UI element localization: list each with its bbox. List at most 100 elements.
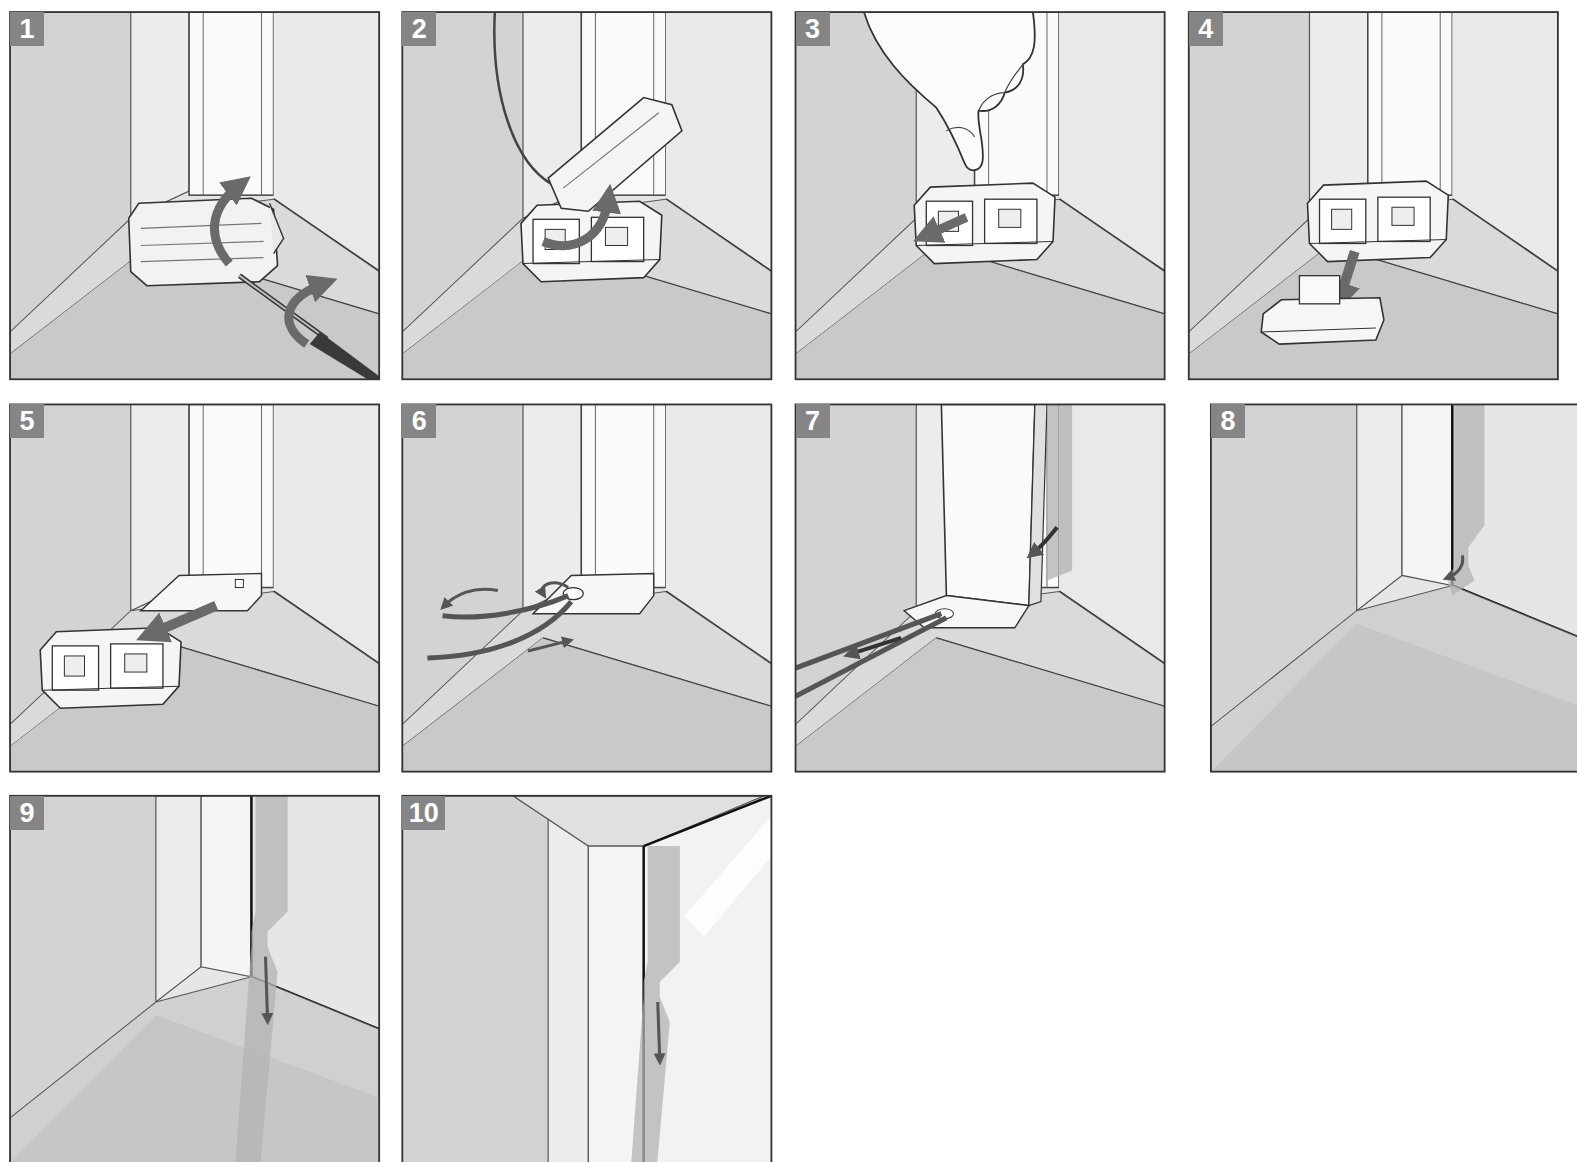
step-badge: 8 xyxy=(1211,404,1245,438)
step-panel xyxy=(1189,12,1558,379)
panel-border xyxy=(402,404,771,771)
step-panel xyxy=(563,113,659,188)
step-panel xyxy=(10,12,379,379)
step-panel xyxy=(796,404,1165,771)
step-panel xyxy=(796,404,1165,771)
step-panel xyxy=(10,796,379,1162)
step-panel xyxy=(402,404,771,771)
step-number: 4 xyxy=(1198,12,1213,46)
panel-border xyxy=(10,404,379,771)
step-badge: 1 xyxy=(10,12,44,46)
panel-border xyxy=(796,404,1165,771)
step-badge: 9 xyxy=(10,796,44,830)
step-panel xyxy=(10,12,379,386)
bracket-cover xyxy=(548,98,682,212)
adhesive-strip xyxy=(1448,404,1484,595)
motion-arrow xyxy=(214,185,239,263)
step-panel xyxy=(10,404,379,771)
step-panel xyxy=(796,12,1165,379)
clip-part xyxy=(1261,276,1384,344)
motion-arrow xyxy=(658,1002,660,1059)
step-panel xyxy=(521,201,662,281)
step-number: 9 xyxy=(20,796,35,830)
step-panel xyxy=(521,796,588,1162)
step-panel xyxy=(10,404,379,771)
step-panel xyxy=(1307,181,1448,261)
motion-arrow xyxy=(289,284,324,344)
step-panel xyxy=(684,816,771,937)
step-badge: 7 xyxy=(796,404,830,438)
step-number: 1 xyxy=(20,12,35,46)
step-panel xyxy=(10,404,379,771)
step-number: 10 xyxy=(409,796,439,830)
step-panel xyxy=(914,183,1055,263)
motion-arrow xyxy=(543,198,608,245)
step-panel xyxy=(402,404,771,771)
base-plate xyxy=(533,573,654,613)
step-panel xyxy=(1029,404,1047,605)
cord xyxy=(427,602,571,658)
step-panel xyxy=(1211,404,1577,771)
motion-arrow xyxy=(151,606,216,634)
step-panel xyxy=(796,404,1165,771)
step-panel xyxy=(628,846,680,1162)
step-badge: 5 xyxy=(10,404,44,438)
step-panel xyxy=(1189,12,1558,379)
step-panel xyxy=(10,12,379,379)
motion-arrow xyxy=(1448,555,1462,577)
panel-border xyxy=(10,796,379,1162)
cord xyxy=(443,596,569,617)
step-number: 5 xyxy=(20,404,35,438)
panel-border xyxy=(796,12,1165,379)
step-panel xyxy=(644,796,772,846)
clip-part xyxy=(1261,298,1384,344)
step-panel xyxy=(141,223,264,261)
step-panel xyxy=(402,796,771,1162)
hand xyxy=(864,12,1035,170)
step-panel xyxy=(402,796,771,1162)
step-panel xyxy=(402,404,771,771)
panel-border xyxy=(402,796,771,1162)
panel-border xyxy=(1189,12,1558,379)
step-panel xyxy=(235,796,287,1162)
step-panel xyxy=(946,64,1022,136)
step-panel xyxy=(402,796,771,1162)
step-panel xyxy=(402,12,771,379)
step-badge: 2 xyxy=(402,12,436,46)
step-panel xyxy=(402,12,771,379)
clip-part xyxy=(1299,276,1339,304)
step-panel xyxy=(1211,404,1577,771)
step-panel xyxy=(235,579,243,587)
step-panel xyxy=(1211,404,1577,771)
step-panel xyxy=(402,796,548,1162)
step-number: 3 xyxy=(805,12,820,46)
panel-border xyxy=(10,12,379,379)
cord xyxy=(796,618,947,696)
step-panel xyxy=(1189,12,1558,379)
step-badge: 4 xyxy=(1189,12,1223,46)
step-badge: 10 xyxy=(402,796,445,830)
step-panel xyxy=(402,12,771,379)
panel-border xyxy=(402,12,771,379)
step-number: 2 xyxy=(412,12,427,46)
step-panel xyxy=(796,12,1165,379)
pull-cord xyxy=(494,12,553,185)
step-panel xyxy=(40,628,181,708)
step-number: 7 xyxy=(805,404,820,438)
motion-arrow xyxy=(851,638,901,654)
frame-profile xyxy=(941,404,1035,605)
step-panel xyxy=(10,796,379,1162)
step-badge: 3 xyxy=(796,12,830,46)
step-number: 8 xyxy=(1220,404,1235,438)
adhesive-strip xyxy=(1047,404,1072,580)
motion-arrow xyxy=(542,583,568,594)
motion-arrow xyxy=(1033,527,1057,553)
motion-arrow xyxy=(926,217,966,235)
screwdriver-handle xyxy=(310,332,379,379)
motion-arrow xyxy=(1340,252,1355,299)
step-panel xyxy=(796,12,1165,379)
motion-arrow xyxy=(528,641,568,651)
